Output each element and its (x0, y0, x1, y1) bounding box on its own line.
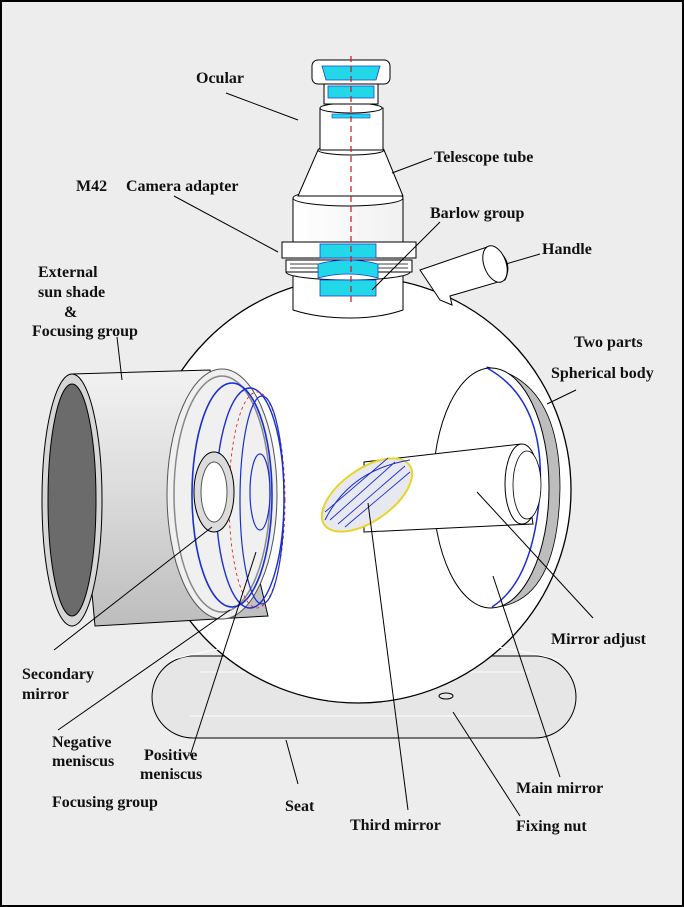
label-telescope-tube: Telescope tube (434, 149, 533, 166)
barlow-lenses (317, 243, 379, 297)
label-secondary: Secondary (22, 666, 94, 683)
label-focusing-group: Focusing group (52, 794, 158, 811)
label-negative-meniscus: meniscus (52, 753, 114, 770)
label-external: External (38, 264, 98, 281)
label-negative: Negative (52, 734, 112, 751)
label-main-mirror: Main mirror (516, 780, 603, 797)
label-mirror-adjust: Mirror adjust (551, 631, 647, 648)
label-barlow-group: Barlow group (430, 205, 524, 222)
label-seat: Seat (285, 798, 315, 815)
label-ampersand: & (64, 304, 77, 321)
handle (419, 245, 509, 306)
label-spherical-body: Spherical body (551, 365, 654, 382)
label-external-focusing-group: Focusing group (32, 323, 138, 340)
seat-edge (169, 634, 561, 661)
label-two-parts: Two parts (574, 334, 643, 351)
label-m42: M42 (76, 178, 107, 195)
labels: Ocular Telescope tube M42 Camera adapter… (22, 70, 654, 835)
fixing-nut-icon (438, 692, 454, 700)
label-fixing-nut: Fixing nut (516, 818, 587, 835)
label-positive-meniscus: meniscus (140, 766, 202, 783)
focusing-group (166, 368, 286, 620)
label-sun-shade: sun shade (38, 284, 105, 301)
label-ocular: Ocular (196, 70, 244, 87)
label-secondary-mirror: mirror (22, 686, 69, 703)
label-camera-adapter: Camera adapter (126, 178, 238, 195)
third-mirror (320, 457, 414, 533)
label-third-mirror: Third mirror (350, 817, 441, 834)
leader-lines (53, 92, 594, 817)
label-handle: Handle (542, 241, 592, 258)
label-positive: Positive (144, 747, 197, 764)
